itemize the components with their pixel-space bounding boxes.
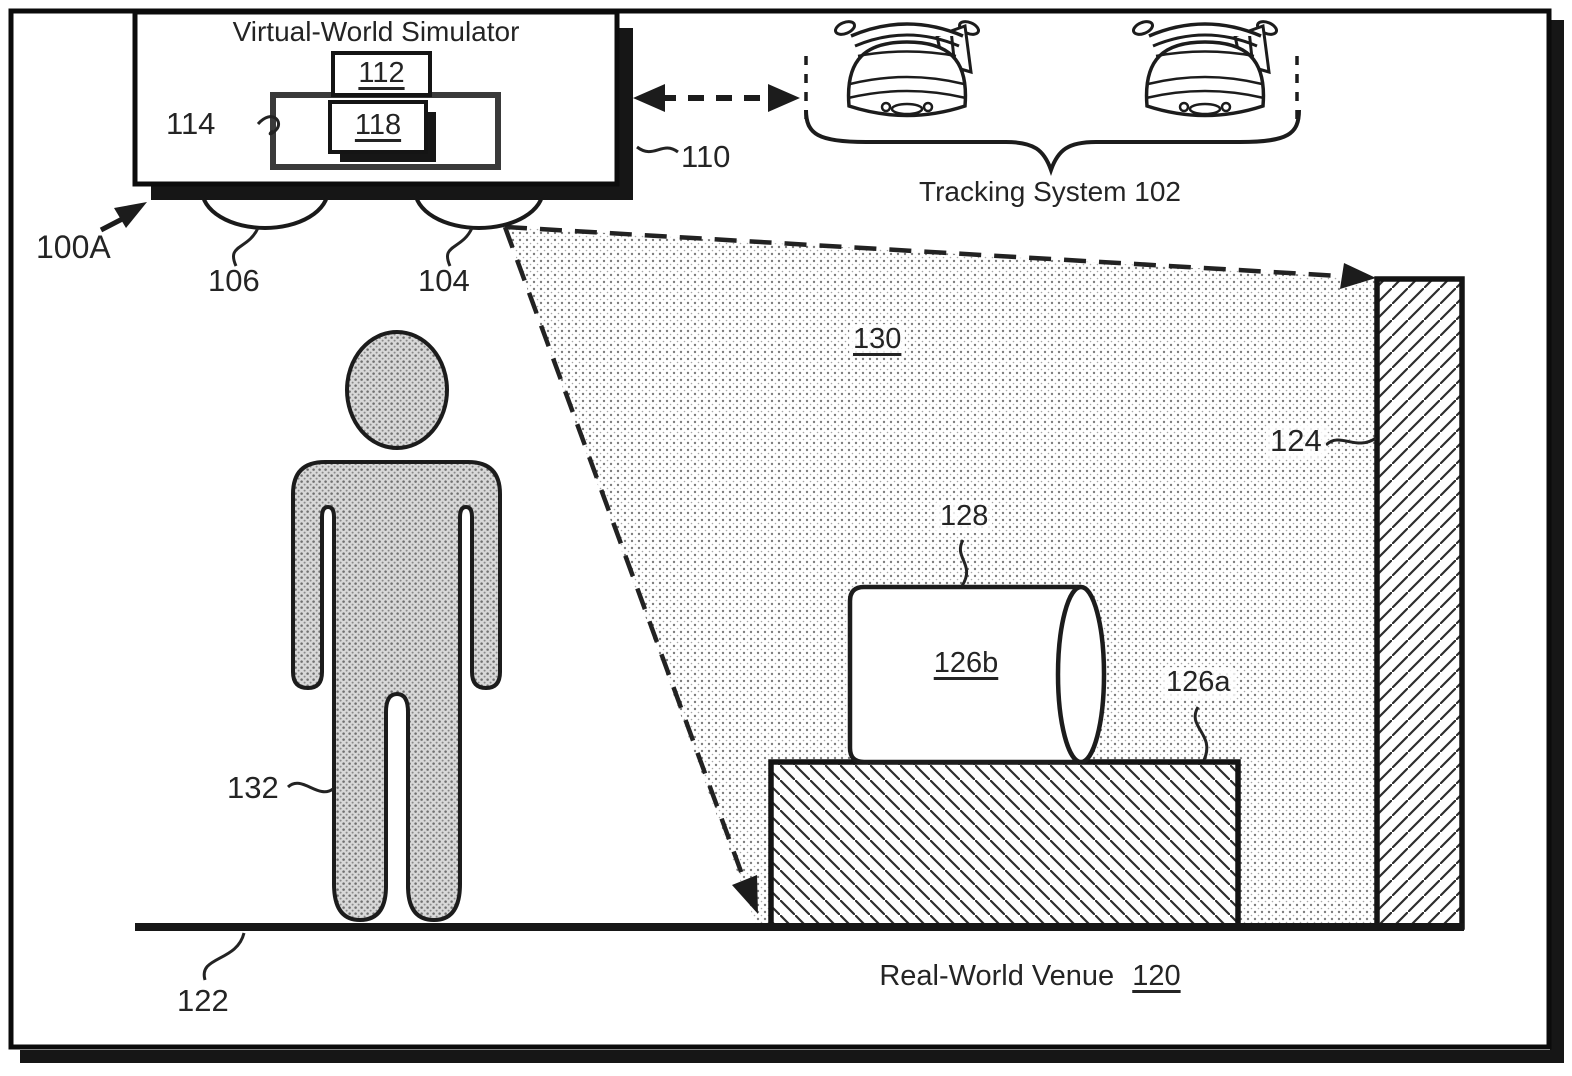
venue-name: Real-World Venue [879,960,1115,992]
label-132: 132 [227,770,279,805]
cone-arrowhead-top [1340,263,1376,289]
label-118: 118 [354,109,402,141]
frame-border [8,8,1564,1063]
label-130: 130 [849,323,906,356]
label-104: 104 [418,263,470,298]
camera-icon-2 [1132,20,1278,118]
label-124: 124 [1266,423,1326,459]
label-100A: 100A [36,229,111,265]
label-128: 128 [936,500,993,533]
label-110: 110 [681,139,731,174]
leader-lines [202,115,1377,981]
label-126a: 126a [1162,666,1235,699]
camera-icon-1 [834,20,980,118]
simulator-box [132,9,633,200]
label-112: 112 [358,57,405,89]
pedestal-126a [768,759,1241,930]
venue-label: Real-World Venue 120 [770,960,1290,993]
label-126b: 126b [933,647,999,679]
comm-arrow [633,84,800,112]
person-figure [291,330,502,923]
box-118 [328,100,428,154]
label-106: 106 [208,263,260,298]
reference-arrow [99,202,147,233]
label-122: 122 [177,983,229,1018]
tracking-brace [804,56,1301,177]
simulator-title: Virtual-World Simulator [232,16,520,47]
label-114: 114 [166,106,216,141]
venue-number: 120 [1132,960,1181,992]
tracking-system-label: Tracking System 102 [919,176,1181,207]
wall-124 [1374,276,1465,930]
cylinder-126b [847,584,1107,765]
box-112 [331,51,432,97]
cone-arrowhead-bottom [732,875,758,914]
projection-cone [502,224,1377,927]
